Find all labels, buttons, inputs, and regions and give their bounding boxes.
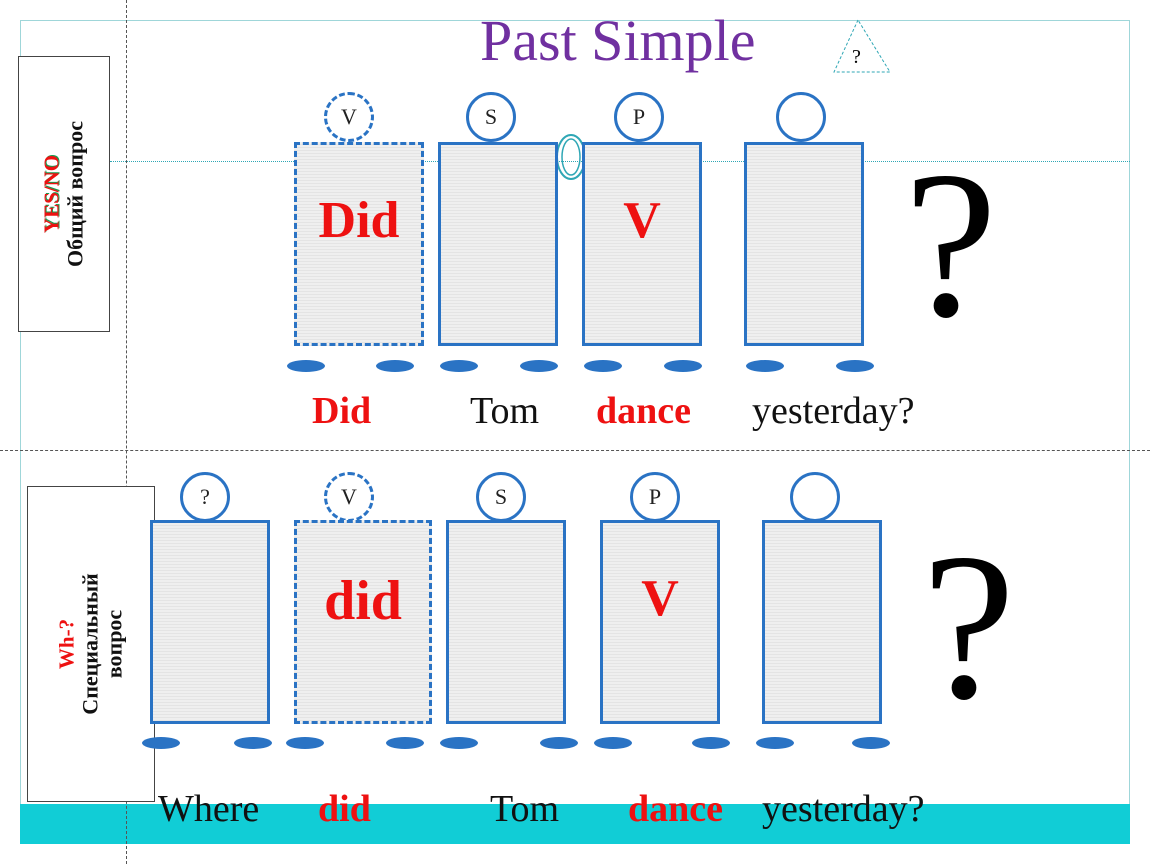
triangle-icon	[833, 18, 891, 73]
card-auxiliary-text: did	[324, 570, 402, 632]
head-p: P	[614, 92, 664, 142]
foot	[594, 737, 632, 749]
word-yesterday: yesterday?	[762, 788, 925, 830]
foot	[440, 360, 478, 372]
foot	[584, 360, 622, 372]
foot	[376, 360, 414, 372]
card-time	[744, 142, 864, 346]
word-dance: dance	[596, 390, 691, 432]
card-auxiliary: did	[294, 520, 432, 724]
word-tom: Tom	[470, 390, 540, 432]
wh-accent: Wh-?	[54, 618, 79, 670]
word-did: did	[318, 788, 371, 830]
card-auxiliary-text: Did	[318, 192, 400, 249]
title-badge: ?	[852, 46, 861, 68]
page-title: Past Simple	[480, 8, 756, 73]
foot	[142, 737, 180, 749]
head-question: ?	[180, 472, 230, 522]
foot	[386, 737, 424, 749]
yes-no-label: Общий вопрос	[62, 121, 88, 267]
foot	[234, 737, 272, 749]
question-mark-icon: ?	[904, 129, 998, 361]
word-did: Did	[312, 390, 372, 432]
foot	[286, 737, 324, 749]
wh-label-line2: вопрос	[101, 609, 127, 679]
wh-label-line1: Специальный	[77, 573, 103, 715]
vertical-guide	[126, 0, 127, 864]
foot	[852, 737, 890, 749]
yes-no-accent: YES/NO	[39, 154, 64, 234]
foot	[836, 360, 874, 372]
word-where: Where	[158, 788, 260, 830]
word-dance: dance	[628, 788, 723, 830]
word-yesterday: yesterday?	[752, 390, 915, 432]
card-time	[762, 520, 882, 724]
foot	[692, 737, 730, 749]
head-v: V	[324, 472, 374, 522]
foot	[520, 360, 558, 372]
bottom-band	[20, 804, 1130, 844]
card-verb: V	[582, 142, 702, 346]
head-s: S	[476, 472, 526, 522]
head-v: V	[324, 92, 374, 142]
card-verb: V	[600, 520, 720, 724]
yes-no-side-label: YES/NO Общий вопрос	[18, 56, 110, 332]
card-verb-text: V	[641, 570, 679, 627]
foot	[746, 360, 784, 372]
head-time	[790, 472, 840, 522]
wh-side-label: Wh-? Специальный вопрос	[27, 486, 155, 802]
card-auxiliary: Did	[294, 142, 424, 346]
foot	[287, 360, 325, 372]
horizontal-guide	[0, 450, 1150, 451]
card-verb-text: V	[623, 192, 661, 249]
head-s: S	[466, 92, 516, 142]
head-time	[776, 92, 826, 142]
foot	[440, 737, 478, 749]
card-subject	[438, 142, 558, 346]
foot	[664, 360, 702, 372]
card-wh-word	[150, 520, 270, 724]
word-tom: Tom	[490, 788, 560, 830]
head-p: P	[630, 472, 680, 522]
foot	[540, 737, 578, 749]
question-mark-icon: ?	[922, 511, 1016, 743]
foot	[756, 737, 794, 749]
card-subject	[446, 520, 566, 724]
